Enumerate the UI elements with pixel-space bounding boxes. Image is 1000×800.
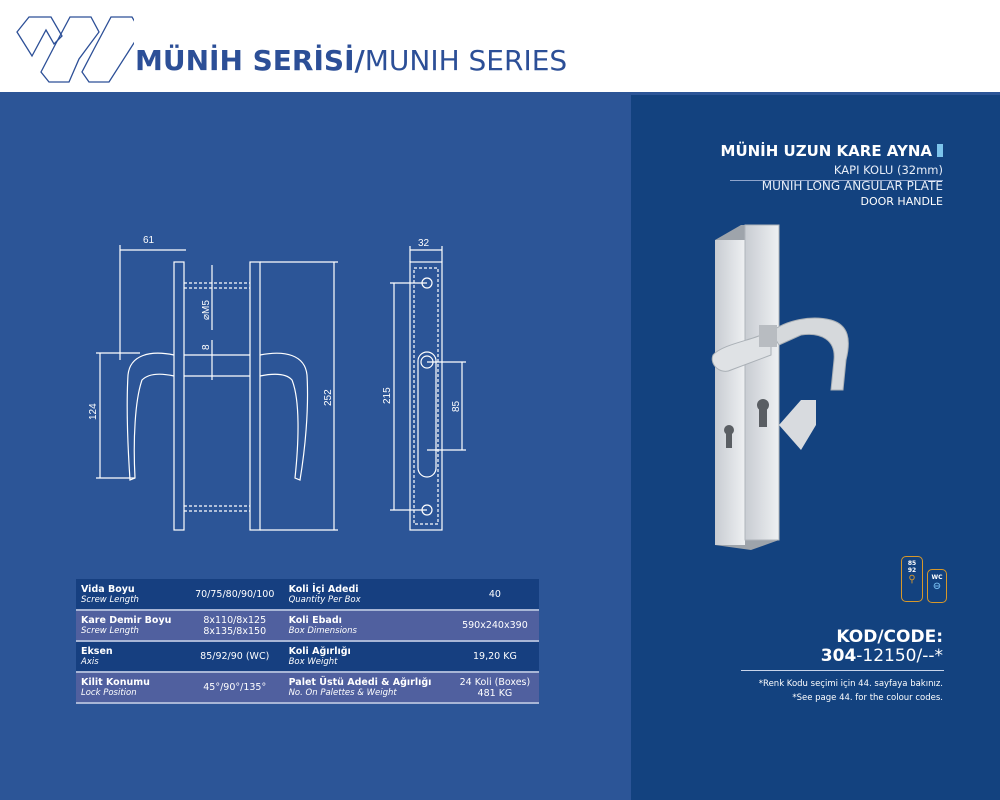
product-subtitle: KAPI KOLU (32mm): [833, 163, 943, 177]
dim-screw-label: ⌀M5: [201, 300, 212, 320]
product-code: 304-12150/--*: [820, 646, 943, 666]
wc-badge: WC⊖: [927, 569, 947, 603]
product-name: MÜNİH UZUN KARE AYNA: [721, 142, 943, 160]
header: MÜNİH SERİSİ/MUNIH SERIES: [0, 0, 1000, 95]
technical-drawing: 61 32 124 252 ⌀M5 8 215 85: [88, 235, 466, 531]
dim-square-label: 8: [201, 344, 212, 350]
colour-note-tr: *Renk Kodu seçimi için 44. sayfaya bakın…: [758, 679, 943, 689]
dim-screw-spacing-label: 215: [382, 387, 393, 404]
page-title: MÜNİH SERİSİ/MUNIH SERIES: [135, 44, 568, 77]
colour-note-en: *See page 44. for the colour codes.: [792, 693, 943, 703]
dim-height-label: 252: [323, 389, 334, 406]
company-logo: [16, 16, 134, 83]
product-image: [711, 224, 849, 550]
wc-lock-icon: ⊖: [932, 581, 942, 592]
dim-width-label: 61: [143, 235, 155, 246]
code-label: KOD/CODE:: [836, 627, 943, 647]
dim-handle-label: 124: [88, 403, 99, 420]
product-panel: MÜNİH UZUN KARE AYNA KAPI KOLU (32mm) MU…: [631, 95, 1000, 800]
product-subtitle-en: DOOR HANDLE: [860, 195, 944, 208]
product-name-en: MUNIH LONG ANGULAR PLATE: [761, 179, 943, 193]
divider: [741, 670, 944, 671]
divider: [730, 180, 943, 181]
dim-axis-label: 85: [451, 400, 462, 412]
dim-thickness-label: 32: [418, 238, 430, 249]
accent-marker: [937, 144, 943, 157]
keyhole-icon: ⚲: [908, 574, 916, 585]
